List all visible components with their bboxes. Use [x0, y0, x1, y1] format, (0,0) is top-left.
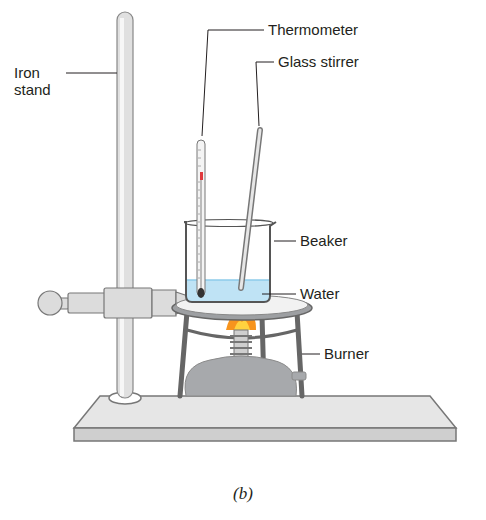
flame [234, 320, 250, 330]
leader-lines [66, 73, 117, 74]
burner [230, 336, 252, 354]
part-label: Water [300, 285, 339, 302]
part-label: Thermometer [268, 21, 358, 38]
thermometer [200, 172, 203, 180]
glass-stirrer [241, 130, 260, 288]
clamp [38, 291, 62, 315]
leader-lines [274, 241, 296, 242]
thermometer [197, 140, 205, 298]
tripod-stand [180, 312, 302, 396]
figure-caption: (b) [233, 484, 253, 504]
thermometer [200, 180, 202, 290]
burner [185, 330, 306, 396]
clamp [104, 288, 152, 318]
leader-lines [302, 354, 320, 355]
part-label: Glass stirrer [278, 53, 359, 70]
iron-rod [117, 12, 133, 398]
iron-rod [120, 18, 124, 396]
part-label: Beaker [300, 232, 348, 249]
leader-lines [66, 30, 320, 354]
glass-stirrer [241, 130, 260, 288]
leader-lines [202, 30, 264, 136]
clamp [68, 293, 106, 313]
thermometer [197, 140, 205, 296]
part-label: Burner [324, 345, 369, 362]
stand-base [74, 428, 456, 441]
clamp [152, 290, 176, 316]
leader-lines [256, 62, 274, 126]
iron-rod [117, 12, 133, 398]
burner [185, 356, 297, 396]
part-label: Iron stand [14, 64, 64, 98]
thermometer [198, 288, 205, 298]
glass-stirrer [241, 130, 260, 288]
burner [292, 372, 306, 380]
leader-lines [262, 294, 296, 295]
tripod-stand [297, 312, 302, 396]
stand-base [74, 392, 456, 441]
